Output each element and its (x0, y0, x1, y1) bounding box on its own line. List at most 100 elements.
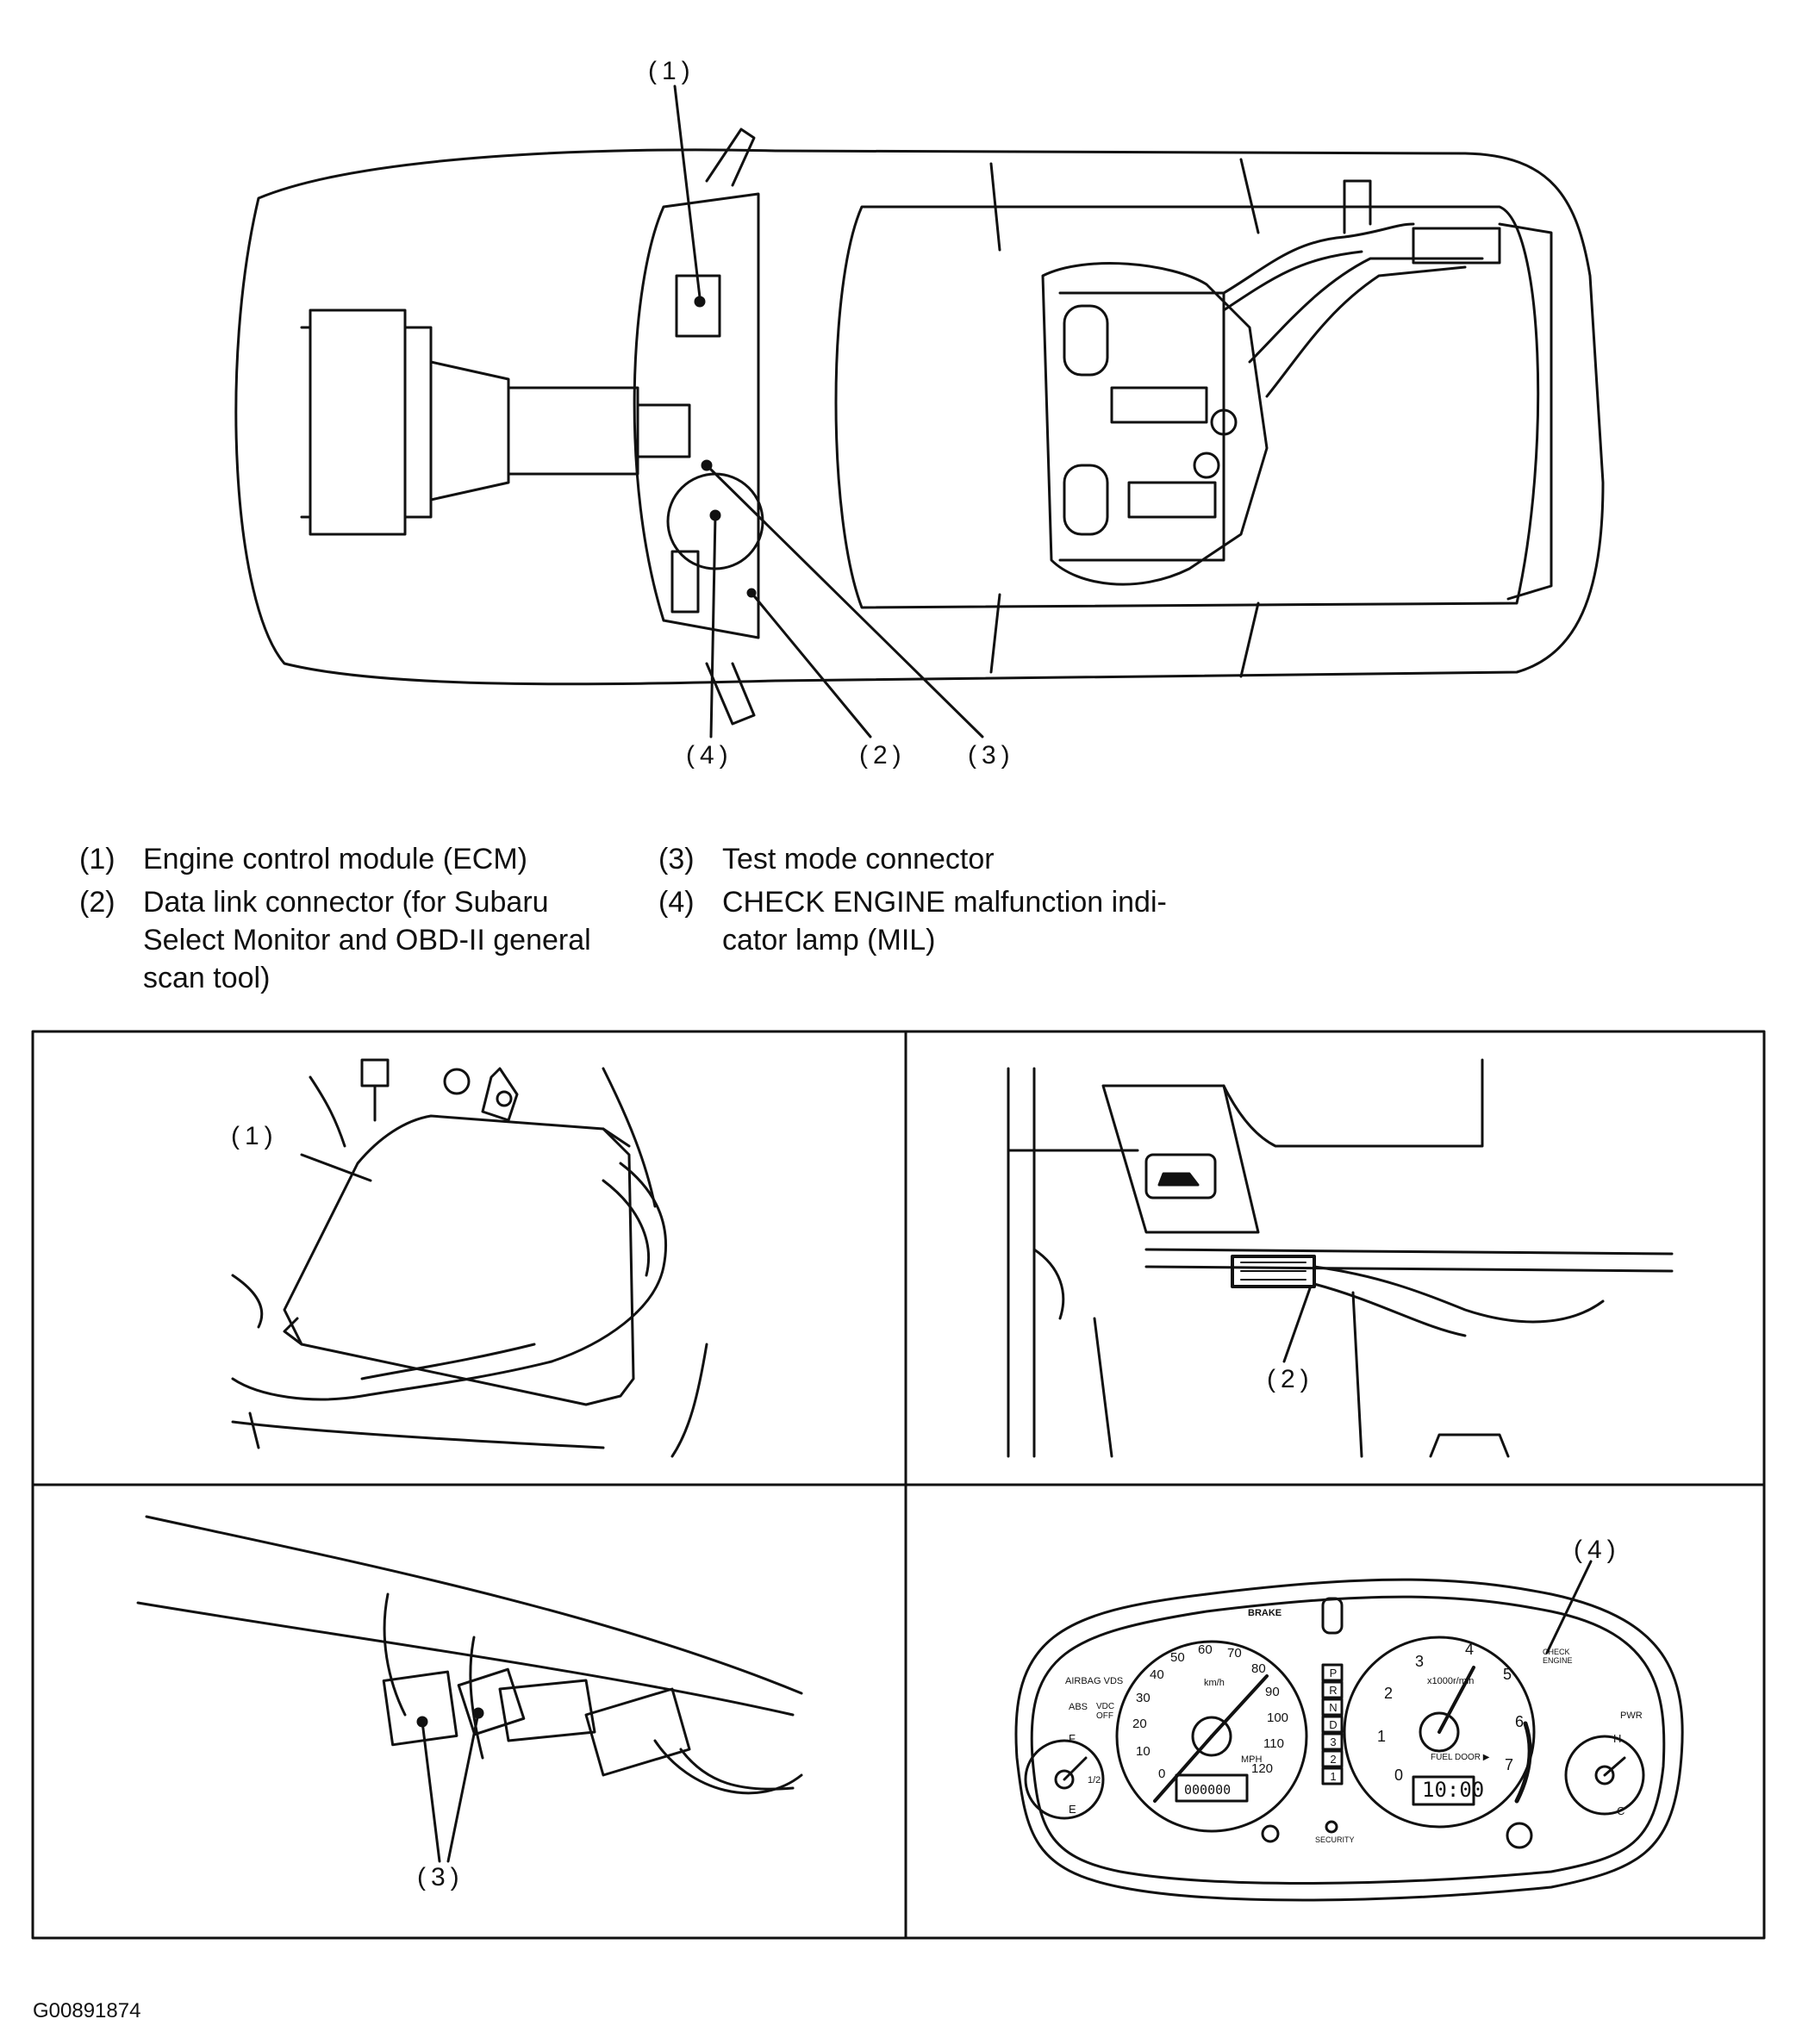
legend-num: (2) (79, 886, 115, 919)
leader-line-4 (709, 514, 717, 738)
speedo-num: 120 (1251, 1761, 1274, 1776)
legend-text: Test mode connector (722, 843, 995, 876)
roof-line (1239, 601, 1260, 678)
speedo-num: 30 (1136, 1691, 1151, 1705)
cluster-fuel-door-label: FUEL DOOR ▶ (1431, 1753, 1490, 1762)
temp-c: C (1617, 1804, 1625, 1817)
speedo-num: 20 (1132, 1717, 1147, 1731)
fuel-f: F (1069, 1732, 1076, 1745)
callout-3-top: (3) (968, 741, 1015, 770)
check-engine-lamp: CHECK ENGINE (1543, 1648, 1573, 1665)
legend-num: (4) (658, 886, 695, 919)
legend-text: Engine control module (ECM) (143, 843, 527, 876)
callout-1-detail: (1) (231, 1122, 278, 1150)
gear-r: R (1329, 1684, 1338, 1697)
tach-num: 4 (1465, 1641, 1475, 1658)
dlc-connector (1231, 1255, 1316, 1288)
gear-p: P (1329, 1667, 1338, 1679)
callout-2-top: (2) (859, 741, 907, 770)
fuel-gauge (1024, 1739, 1105, 1820)
legend-item-1: (1) Engine control module (ECM) (79, 840, 614, 878)
panel-test-mode (136, 1515, 803, 1863)
roof-outline (834, 205, 1540, 609)
gear-d: D (1329, 1718, 1338, 1731)
panel-cluster (1014, 1560, 1684, 1902)
cluster-clock: 10:00 (1422, 1778, 1485, 1802)
speedo-num: 80 (1251, 1661, 1266, 1676)
mil-leader (1545, 1560, 1593, 1655)
rear-seat-assembly (1041, 179, 1501, 586)
rear-window (1498, 222, 1553, 601)
speedometer (1115, 1640, 1308, 1833)
speedo-num: 10 (1136, 1744, 1151, 1759)
mirror-front (705, 128, 756, 187)
cluster-vdc-label: VDC OFF (1096, 1702, 1115, 1721)
tach-num: 5 (1503, 1666, 1512, 1683)
legend-item-4: (4) CHECK ENGINE malfunction indi- cator… (658, 883, 1193, 969)
leader-line-1 (673, 84, 702, 299)
car-body-outline (234, 148, 1605, 686)
legend-text: CHECK ENGINE malfunction indi- cator lam… (722, 886, 1167, 957)
speedo-num: 60 (1198, 1642, 1213, 1657)
panel-ecm (231, 1058, 708, 1458)
gear-labels: P R N D 3 2 1 (1325, 1665, 1342, 1785)
cluster-mph-label: MPH (1241, 1754, 1263, 1765)
gear-n: N (1329, 1701, 1338, 1714)
legend-num: (1) (79, 843, 115, 876)
cluster-pwr-label: PWR (1620, 1711, 1643, 1721)
callout-4-detail: (4) (1574, 1536, 1621, 1564)
callout-3-detail: (3) (417, 1863, 465, 1891)
gear-2: 2 (1330, 1753, 1337, 1766)
speedo-num: 40 (1150, 1667, 1164, 1682)
ecm-dot (694, 296, 706, 308)
roof-line (1239, 158, 1260, 234)
cluster-abs-label: ABS (1069, 1702, 1088, 1712)
legend-item-3: (3) Test mode connector (658, 840, 1193, 878)
cluster-airbag-label: AIRBAG VDS (1065, 1676, 1124, 1686)
leader-line-2 (750, 591, 872, 738)
cluster-rpm-label: x1000r/min (1427, 1676, 1475, 1686)
legend-item-2: (2) Data link connector (for Subaru Sele… (79, 883, 631, 1004)
speedo-num: 100 (1267, 1711, 1289, 1725)
leader-line-3 (705, 464, 984, 738)
panel-dlc (1007, 1058, 1674, 1458)
roof-line (989, 593, 1001, 674)
speedo-num: 90 (1265, 1685, 1280, 1699)
fuel-e: E (1069, 1803, 1076, 1816)
cluster-odometer: 000000 (1184, 1782, 1232, 1798)
speedo-num: 110 (1263, 1736, 1284, 1751)
roof-line (989, 162, 1001, 252)
callout-4-top: (4) (686, 741, 733, 770)
engine-block (300, 308, 691, 536)
speedo-num: 0 (1158, 1767, 1166, 1781)
fuel-half: 1/2 (1088, 1775, 1101, 1785)
tach-num: 0 (1394, 1767, 1404, 1784)
legend-text: Data link connector (for Subaru Select M… (143, 886, 591, 994)
car-top-view (234, 84, 1605, 738)
callout-2-detail: (2) (1267, 1365, 1314, 1393)
dash-panel (670, 550, 700, 614)
figure-id: G00891874 (33, 1999, 141, 2022)
gear-1: 1 (1330, 1770, 1337, 1783)
test-mode-connector (382, 1670, 458, 1747)
cluster-bezel (1014, 1578, 1684, 1902)
legend-num: (3) (658, 843, 695, 876)
cluster-brake-label: BRAKE (1248, 1608, 1282, 1618)
speedo-num: 50 (1170, 1650, 1185, 1665)
temp-h: H (1613, 1732, 1622, 1745)
tach-num: 7 (1505, 1756, 1514, 1773)
tach-num: 1 (1377, 1728, 1387, 1745)
windshield-outline (633, 192, 760, 639)
gear-3: 3 (1330, 1736, 1337, 1748)
tach-num: 3 (1415, 1653, 1425, 1670)
tachometer (1343, 1636, 1536, 1829)
mirror-rear (705, 662, 756, 726)
tach-num: 2 (1384, 1685, 1394, 1702)
test-mode-connector (457, 1667, 526, 1736)
cluster-kmh-label: km/h (1204, 1678, 1225, 1688)
speedo-num: 70 (1227, 1646, 1242, 1661)
temp-gauge (1564, 1735, 1645, 1816)
tach-num: 6 (1515, 1713, 1525, 1730)
callout-1-top: (1) (648, 57, 695, 85)
